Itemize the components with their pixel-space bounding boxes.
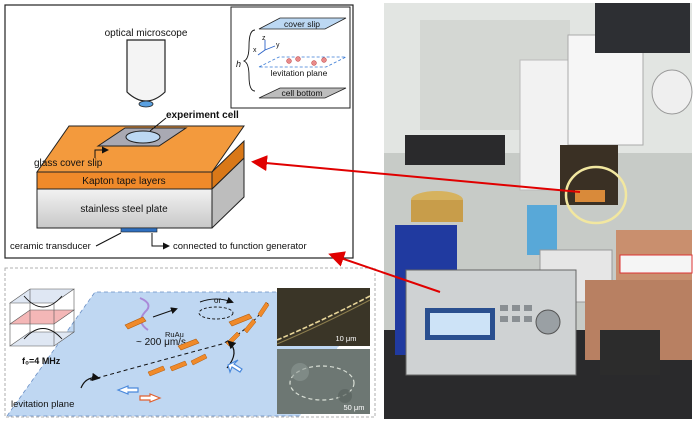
micrograph-ring	[277, 349, 370, 414]
rod-spinning	[228, 313, 253, 327]
scale-label-2: 50 μm	[344, 403, 365, 412]
material-label: RuAu	[165, 330, 184, 339]
plane-label: levitation plane	[11, 399, 74, 410]
rotate-cw-icon	[199, 296, 234, 304]
swirl-arrow	[80, 372, 101, 389]
cell-leader	[149, 117, 167, 132]
transducer-leader	[95, 232, 122, 247]
kapton-label: Kapton tape layers	[82, 176, 165, 187]
cell-label: experiment cell	[166, 110, 239, 121]
microscope-label: optical microscope	[105, 28, 188, 39]
axis-z: z	[262, 35, 266, 42]
levitating-particles	[286, 56, 327, 66]
experiment-cell	[125, 130, 161, 144]
microscope-icon	[126, 39, 166, 108]
height-label: h	[236, 59, 241, 69]
rod-moving	[124, 316, 147, 330]
speed-label: ~ 200 μm/s	[136, 337, 186, 348]
inset-cover-label: cover slip	[284, 19, 320, 29]
or-label: or	[214, 296, 221, 305]
arrow-to-generator	[328, 251, 441, 293]
trajectory-curve	[139, 297, 150, 331]
rod-ruau	[177, 338, 200, 351]
flow-arrow-left	[116, 385, 139, 395]
acoustic-node-cube	[9, 288, 75, 347]
axes-icon	[257, 40, 276, 56]
rotation-path	[198, 306, 234, 320]
lab-photograph	[384, 3, 693, 419]
motion-arrow	[152, 307, 178, 318]
inset-cell-bottom	[258, 87, 347, 99]
arrow-to-schematic	[251, 155, 581, 193]
generator-leader	[151, 233, 170, 250]
inset-plane-label: levitation plane	[271, 68, 328, 78]
cover-slip-label: glass cover slip	[34, 158, 103, 169]
ceramic-transducer	[120, 227, 158, 233]
scale-label-1: 10 μm	[336, 334, 357, 343]
cover-slip-leader	[94, 146, 109, 158]
kapton-layers	[36, 125, 245, 190]
steel-label: stainless steel plate	[80, 204, 168, 215]
inset-bottom-label: cell bottom	[281, 88, 322, 98]
frequency-label: f₀=4 MHz	[22, 356, 61, 366]
flow-arrow-right	[227, 359, 243, 374]
axis-y: y	[276, 42, 280, 49]
inset-cover-slip	[258, 17, 347, 30]
micrograph-rods	[276, 288, 371, 346]
transducer-label: ceramic transducer	[10, 241, 91, 252]
generator-label: connected to function generator	[173, 241, 307, 252]
axis-x: x	[253, 47, 257, 54]
flow-arrow-red	[139, 393, 162, 403]
height-brace	[242, 29, 256, 92]
